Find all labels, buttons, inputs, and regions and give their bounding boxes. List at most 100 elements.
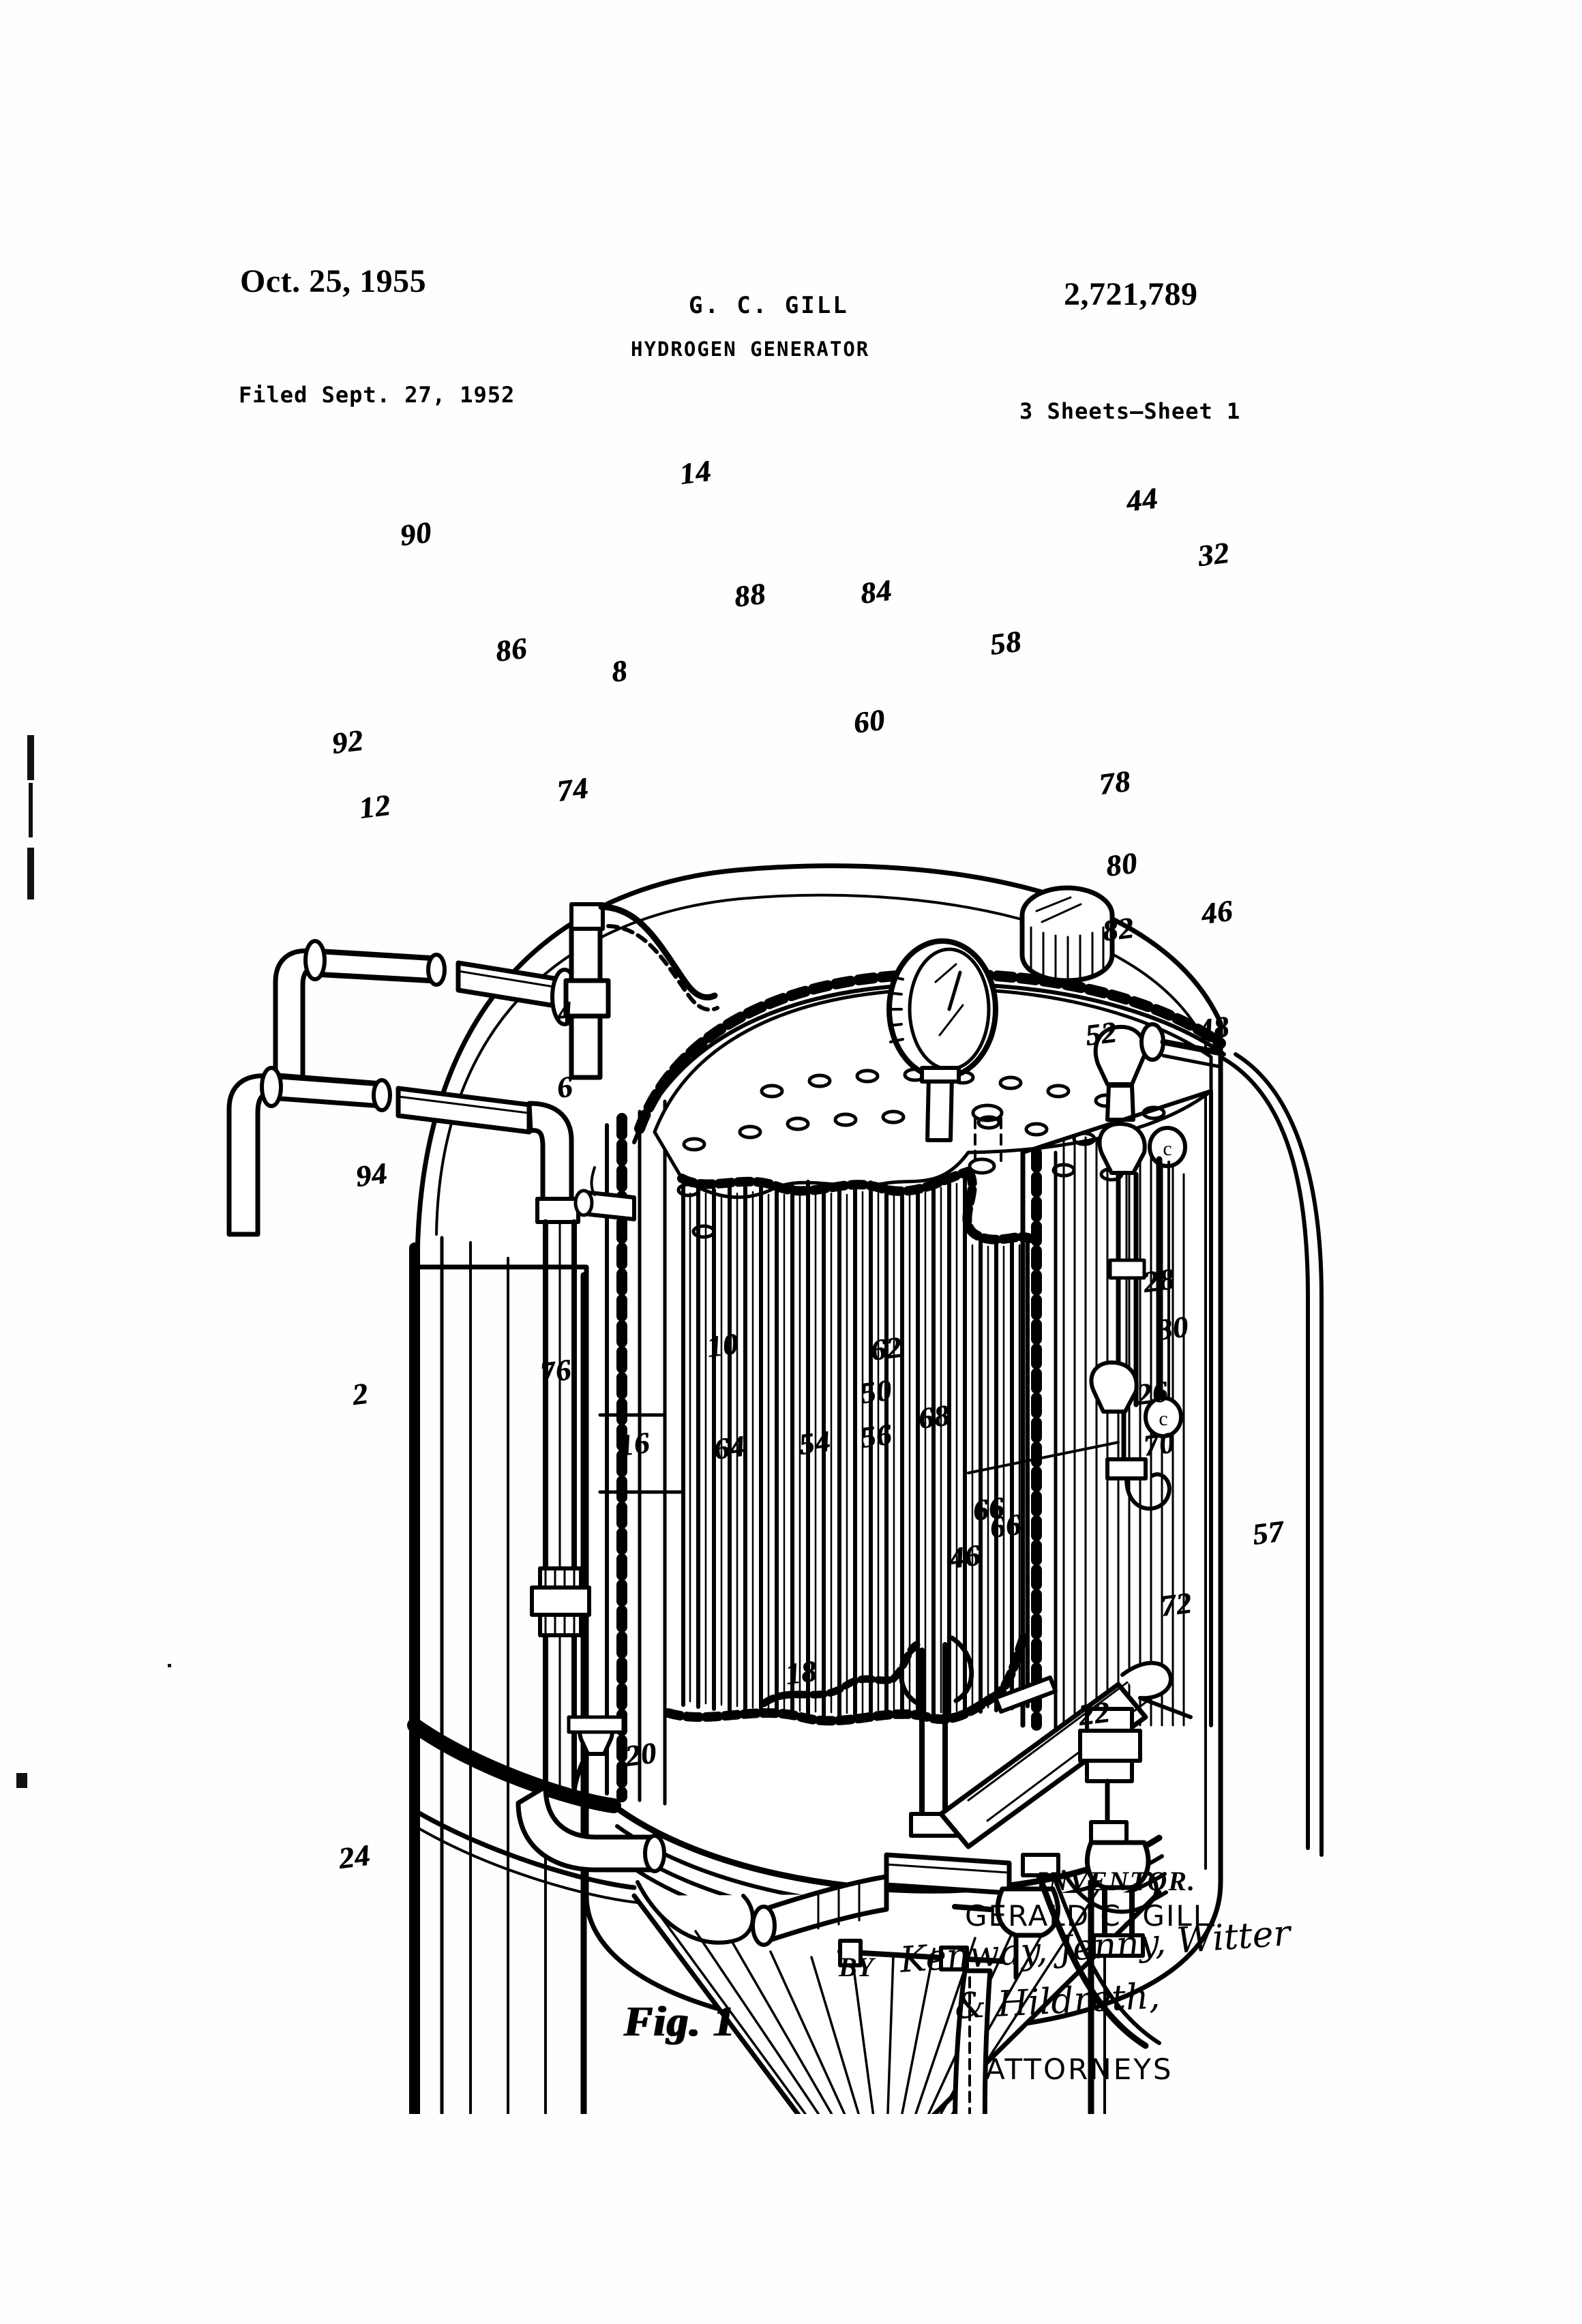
gauge-needle bbox=[947, 970, 962, 1011]
pipe-92-end bbox=[372, 1078, 392, 1112]
spout-56-mouth bbox=[751, 1905, 777, 1947]
reference-numeral-52: 52 bbox=[1083, 1015, 1119, 1053]
lower-gauge-handwheel bbox=[1144, 1396, 1183, 1438]
reference-numeral-18: 18 bbox=[783, 1654, 819, 1692]
issue-date: Oct. 25, 1955 bbox=[240, 263, 427, 299]
lower-cock-nut bbox=[1105, 1457, 1148, 1480]
reference-numeral-76: 76 bbox=[537, 1352, 573, 1390]
reference-numeral-82: 82 bbox=[1100, 910, 1136, 949]
attorneys-label: ATTORNEYS bbox=[985, 2053, 1174, 2086]
reference-numeral-72: 72 bbox=[1158, 1585, 1194, 1624]
bolt-hole-dashed-depth bbox=[974, 1117, 1002, 1169]
reference-numeral-16: 16 bbox=[616, 1425, 652, 1463]
right-panel-shading bbox=[1062, 1136, 1185, 1727]
upper-gauge-cock bbox=[1097, 1122, 1147, 1175]
cock-76-spout bbox=[571, 1751, 589, 1803]
dome-strap bbox=[598, 904, 718, 1000]
reference-numeral-94: 94 bbox=[353, 1156, 389, 1194]
girth-band-lower-2 bbox=[416, 1826, 639, 1904]
reference-numeral-14: 14 bbox=[677, 453, 713, 492]
elbow-92-right bbox=[526, 1101, 574, 1203]
page-header: Oct. 25, 1955 G. C. GILL 2,721,789 HYDRO… bbox=[0, 0, 1582, 436]
reference-numeral-30: 30 bbox=[1154, 1309, 1191, 1347]
dome-strap-hatch bbox=[606, 924, 719, 1012]
union-26-nut bbox=[1089, 1820, 1129, 1845]
gauge-glass-clamp bbox=[1108, 1258, 1146, 1280]
reference-numeral-50: 50 bbox=[858, 1373, 894, 1411]
reference-numeral-68: 68 bbox=[916, 1398, 952, 1436]
rod-46-coupling bbox=[939, 1946, 969, 1971]
pipe-90-end bbox=[426, 953, 447, 987]
pipe-92-shade bbox=[397, 1095, 529, 1114]
tee-86-hub bbox=[563, 978, 611, 1019]
cock-76-top bbox=[567, 1715, 625, 1734]
scan-artifact-5 bbox=[168, 1664, 171, 1667]
lower-tube-sheet bbox=[663, 1693, 997, 1726]
elbow-92-flange bbox=[260, 1066, 283, 1108]
corrugated-hose-b bbox=[889, 1641, 921, 1683]
reference-numeral-92: 92 bbox=[329, 723, 365, 761]
rod-46 bbox=[837, 1949, 1005, 1964]
union-26-b bbox=[1078, 1729, 1142, 1763]
drain-hook bbox=[1124, 1472, 1171, 1511]
pipe-90-body bbox=[311, 949, 439, 983]
valve-28-handle bbox=[1120, 1660, 1173, 1701]
reference-numeral-46: 46 bbox=[946, 1538, 983, 1576]
reference-numeral-20: 20 bbox=[623, 1735, 659, 1774]
gauge-stem-nut bbox=[920, 1066, 961, 1084]
reference-numeral-90: 90 bbox=[398, 515, 434, 553]
figure-1-drawing: c c bbox=[0, 409, 1582, 2114]
inventor-name: GERALD C. GILL bbox=[965, 1899, 1211, 1933]
pressure-gauge-bezel-teeth bbox=[888, 975, 904, 1043]
figure-label: Fig. 1 bbox=[624, 1999, 736, 2045]
tube-shading bbox=[689, 1182, 1021, 1715]
valve-66-body bbox=[995, 1886, 1060, 1938]
panel-top-fold bbox=[1021, 1089, 1213, 1154]
head-valve-outlet-pipe bbox=[1160, 1039, 1224, 1056]
scan-artifact-2 bbox=[29, 783, 33, 837]
valve-30-stem bbox=[1138, 1696, 1193, 1719]
union-94-lower bbox=[538, 1613, 583, 1637]
gauge-stem bbox=[925, 1073, 954, 1142]
reference-numeral-46: 46 bbox=[1199, 893, 1235, 932]
tee-68-shade bbox=[885, 1863, 1009, 1874]
union-94-hex bbox=[530, 1585, 591, 1617]
hydrogen-generator-illustration: c c bbox=[226, 863, 1324, 2114]
union-94-knurl bbox=[544, 1568, 576, 1635]
reference-numeral-84: 84 bbox=[858, 573, 894, 611]
inventor-initials: G. C. GILL bbox=[689, 292, 849, 319]
reference-numeral-60: 60 bbox=[851, 702, 887, 741]
valve-70-flange bbox=[1092, 1933, 1145, 1958]
filing-date: Filed Sept. 27, 1952 bbox=[239, 382, 516, 408]
reference-numeral-24: 24 bbox=[336, 1838, 372, 1876]
reference-numeral-78: 78 bbox=[1096, 764, 1133, 802]
gauge-glass-reflection bbox=[934, 963, 964, 1037]
tee-86-top-nut bbox=[569, 902, 605, 931]
hose-72-b bbox=[1047, 1861, 1161, 2045]
elbow-92-nut bbox=[535, 1197, 580, 1224]
pipe-90-shade bbox=[457, 970, 559, 989]
pipe-62-loop-b bbox=[949, 1635, 974, 1703]
reference-numeral-10: 10 bbox=[704, 1326, 741, 1365]
small-tube-cluster bbox=[994, 1675, 1058, 1714]
by-label: BY bbox=[839, 1952, 874, 1982]
valve-66-inlet bbox=[952, 1904, 993, 1912]
inventor-label: INVENTOR. bbox=[1036, 1866, 1196, 1896]
reference-numeral-64: 64 bbox=[711, 1429, 747, 1467]
reference-numeral-66: 66 bbox=[987, 1507, 1024, 1545]
reference-numeral-22: 22 bbox=[1076, 1695, 1112, 1733]
tee-68-horizontal bbox=[884, 1852, 1012, 1896]
reference-numeral-48: 48 bbox=[1195, 1009, 1232, 1047]
spout-56-hatch bbox=[817, 1883, 861, 1930]
reference-numeral-86: 86 bbox=[493, 631, 529, 669]
hopper-pocket-left bbox=[636, 1880, 755, 1945]
bundle-top-edge-right bbox=[962, 1167, 1034, 1245]
reference-numeral-56: 56 bbox=[858, 1417, 894, 1455]
head-valve-stem bbox=[1105, 1084, 1135, 1122]
svg-text:c: c bbox=[1159, 1407, 1167, 1430]
spout-56 bbox=[761, 1874, 889, 1945]
fill-plug-highlight bbox=[1035, 896, 1082, 923]
hopper-pocket-right bbox=[1062, 1870, 1159, 1914]
head-valve-hub bbox=[1139, 1022, 1165, 1062]
